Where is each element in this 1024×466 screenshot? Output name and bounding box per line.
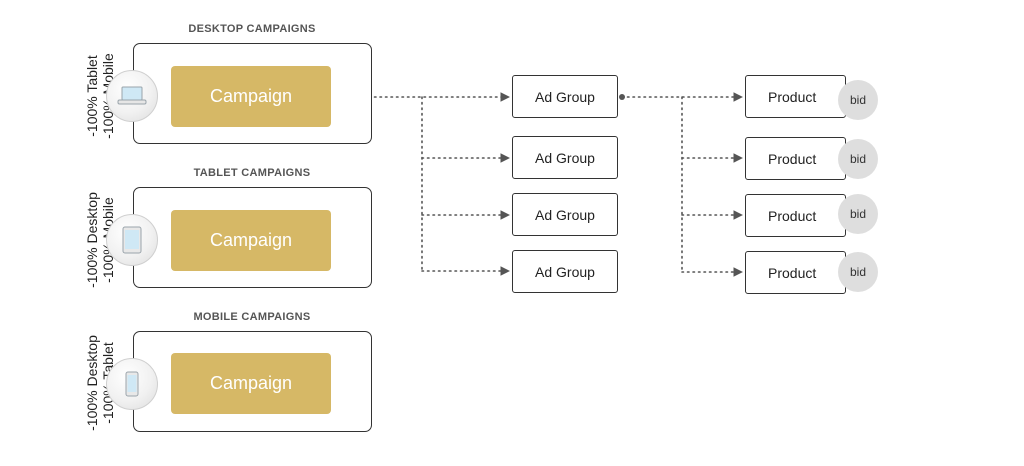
ad-group-box-1[interactable]: Ad Group — [512, 75, 618, 118]
section-title-tablet: TABLET CAMPAIGNS — [193, 167, 311, 179]
ad-group-box-2[interactable]: Ad Group — [512, 136, 618, 179]
adjustment-line-1: -100% Tablet — [84, 55, 100, 137]
bid-badge-2[interactable]: bid — [838, 139, 878, 179]
ad-group-box-4[interactable]: Ad Group — [512, 250, 618, 293]
campaign-block-desktop[interactable]: Campaign — [171, 66, 331, 127]
section-title-desktop: DESKTOP CAMPAIGNS — [188, 23, 316, 35]
adjustment-line-1: -100% Desktop — [84, 335, 100, 431]
section-title-mobile: MOBILE CAMPAIGNS — [193, 311, 311, 323]
tablet-icon — [106, 214, 158, 266]
adjustment-line-1: -100% Desktop — [84, 192, 100, 288]
connector-origin-dot-adgroup — [619, 94, 625, 100]
bid-badge-4[interactable]: bid — [838, 252, 878, 292]
product-box-1[interactable]: Product — [745, 75, 846, 118]
bid-badge-1[interactable]: bid — [838, 80, 878, 120]
campaign-block-tablet[interactable]: Campaign — [171, 210, 331, 271]
product-box-4[interactable]: Product — [745, 251, 846, 294]
campaign-block-mobile[interactable]: Campaign — [171, 353, 331, 414]
ad-group-box-3[interactable]: Ad Group — [512, 193, 618, 236]
phone-icon — [106, 358, 158, 410]
bid-badge-3[interactable]: bid — [838, 194, 878, 234]
product-box-2[interactable]: Product — [745, 137, 846, 180]
laptop-icon — [106, 70, 158, 122]
product-box-3[interactable]: Product — [745, 194, 846, 237]
